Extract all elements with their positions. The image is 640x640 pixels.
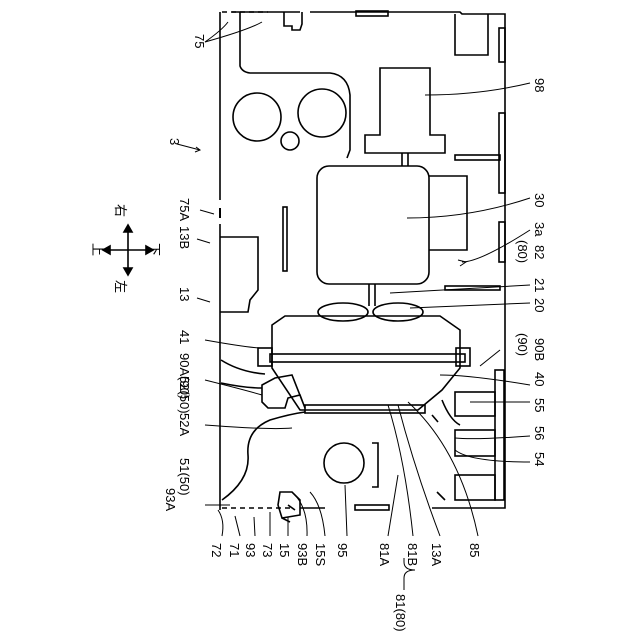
right-boxes bbox=[442, 370, 504, 500]
direction-left: 左 bbox=[113, 280, 128, 293]
label-75: 75 bbox=[192, 34, 207, 48]
label-54: 54 bbox=[532, 452, 547, 466]
label-55: 55 bbox=[532, 398, 547, 412]
ticks bbox=[432, 415, 445, 500]
corner-bracket bbox=[455, 14, 505, 62]
bar-lower bbox=[305, 405, 425, 413]
label-93b: 93B bbox=[295, 543, 310, 566]
rod-21 bbox=[369, 284, 375, 306]
squares-41 bbox=[258, 348, 470, 366]
fan-circles bbox=[233, 89, 346, 150]
label-82: 82 bbox=[532, 245, 547, 259]
label-81b: 81B bbox=[405, 543, 420, 566]
label-90-paren: (90) bbox=[515, 333, 530, 356]
direction-right: 右 bbox=[113, 204, 128, 217]
label-81a: 81A bbox=[377, 543, 392, 566]
label-93a: 93A bbox=[163, 488, 178, 511]
label-13: 13 bbox=[177, 287, 192, 301]
label-52a: 52A bbox=[177, 413, 192, 436]
label-51: 51(50) bbox=[177, 458, 192, 496]
label-40: 40 bbox=[532, 372, 547, 386]
direction-compass bbox=[103, 225, 153, 275]
label-85: 85 bbox=[467, 543, 482, 557]
label-71: 71 bbox=[227, 543, 242, 557]
label-56: 56 bbox=[532, 426, 547, 440]
label-98: 98 bbox=[532, 78, 547, 92]
circle-95 bbox=[324, 443, 378, 487]
label-15s: 15S bbox=[313, 543, 328, 566]
ellipses-20 bbox=[318, 303, 423, 321]
component-98 bbox=[365, 68, 445, 153]
label-13a: 13A bbox=[429, 543, 444, 566]
component-30-ear bbox=[429, 176, 467, 250]
label-20: 20 bbox=[532, 298, 547, 312]
component-30 bbox=[317, 166, 429, 284]
label-81: 81(80) bbox=[393, 594, 408, 632]
direction-up: 上 bbox=[90, 243, 105, 256]
plate-13b bbox=[220, 237, 258, 312]
bracket-52 bbox=[262, 375, 305, 408]
direction-down: 下 bbox=[147, 243, 162, 256]
label-73: 73 bbox=[260, 543, 275, 557]
inner-wall bbox=[240, 12, 350, 158]
label-13b: 13B bbox=[177, 226, 192, 249]
label-41: 41 bbox=[177, 330, 192, 344]
shaft bbox=[402, 153, 408, 166]
label-95: 95 bbox=[335, 543, 350, 557]
inner-plate bbox=[283, 207, 287, 271]
label-72: 72 bbox=[209, 543, 224, 557]
labels: 75 98 3 75A 30 3a 13B 82 (80) 13 21 20 4… bbox=[90, 34, 547, 632]
label-15: 15 bbox=[277, 543, 292, 557]
leader-lines bbox=[177, 22, 530, 536]
label-52: 52(50) bbox=[177, 376, 192, 414]
label-93: 93 bbox=[243, 543, 258, 557]
label-90b: 90B bbox=[532, 338, 547, 361]
label-3: 3 bbox=[167, 138, 182, 145]
label-21: 21 bbox=[532, 278, 547, 292]
label-80-paren: (80) bbox=[515, 240, 530, 263]
label-30: 30 bbox=[532, 193, 547, 207]
label-75a: 75A bbox=[177, 198, 192, 221]
curve-51 bbox=[222, 412, 305, 500]
notch-top bbox=[284, 12, 302, 30]
bar-upper bbox=[270, 354, 465, 362]
label-3a: 3a bbox=[532, 222, 547, 237]
